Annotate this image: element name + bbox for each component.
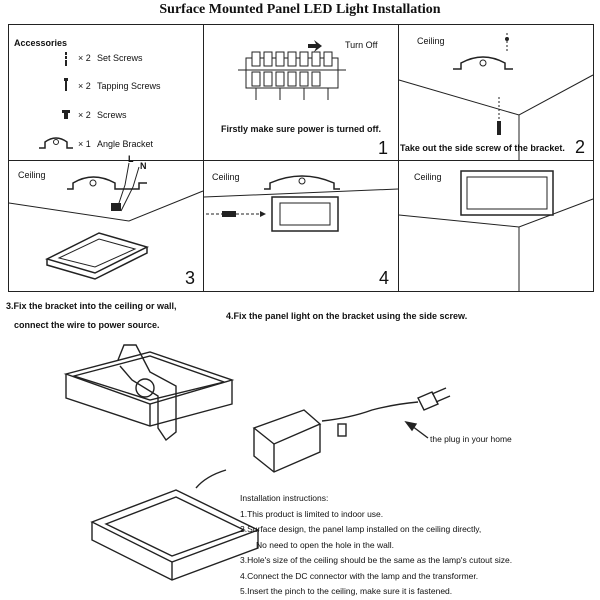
accessory-label: Tapping Screws (97, 81, 161, 91)
ceiling-label: Ceiling (414, 172, 442, 182)
instruction-line: 5.Insert the pinch to the ceiling, make … (240, 586, 453, 596)
set-screw-icon (64, 52, 68, 66)
plug-label: the plug in your home (430, 434, 512, 444)
accessory-qty: × 2 (78, 53, 91, 63)
accessory-qty: × 2 (78, 81, 91, 91)
turn-off-caption: Firstly make sure power is turned off. (221, 124, 382, 134)
step3-caption-line2: connect the wire to power source. (14, 320, 160, 330)
step3-caption-line1: 3.Fix the bracket into the ceiling or wa… (6, 301, 177, 311)
instruction-line: 1.This product is limited to indoor use. (240, 508, 384, 519)
grid-divider (203, 24, 204, 292)
tapping-screw-icon (64, 78, 68, 91)
step2-caption: Take out the side screw of the bracket. (400, 143, 565, 153)
step4-caption: 4.Fix the panel light on the bracket usi… (226, 311, 468, 321)
page-title: Surface Mounted Panel LED Light Installa… (159, 2, 441, 17)
instruction-line: 4.Connect the DC connector with the lamp… (240, 570, 479, 581)
wire-n-label: N (140, 161, 147, 171)
installed-panel-illustration (398, 170, 594, 292)
ceiling-label: Ceiling (417, 36, 445, 46)
step-number: 1 (378, 138, 389, 158)
ceiling-label: Ceiling (212, 172, 240, 182)
turn-off-label: Turn Off (345, 40, 378, 50)
accessory-qty: × 1 (78, 139, 91, 149)
breaker-panel-icon (238, 40, 346, 100)
grid-divider (8, 160, 594, 161)
installation-instructions: Installation instructions: 1.This produc… (240, 491, 512, 600)
instruction-line: 3.Hole's size of the ceiling should be t… (240, 555, 513, 565)
angle-bracket-icon (39, 137, 73, 149)
panel-mount-illustration (203, 175, 399, 232)
ceiling-label: Ceiling (18, 170, 46, 180)
accessory-label: Angle Bracket (97, 139, 154, 149)
accessory-qty: × 2 (78, 110, 91, 120)
ceiling-corner-bracket-illustration (398, 33, 594, 160)
accessory-label: Screws (97, 110, 127, 120)
screw-icon (62, 110, 70, 119)
step-number: 4 (379, 268, 390, 288)
instructions-heading: Installation instructions: (240, 493, 329, 503)
accessory-label: Set Screws (97, 53, 143, 63)
steps-grid (8, 24, 594, 292)
wire-l-label: L (128, 154, 134, 164)
bracket-wiring-illustration (8, 162, 204, 280)
accessories-heading: Accessories (14, 38, 68, 48)
instruction-line: 2.Surface design, the panel lamp install… (240, 524, 482, 534)
step-number: 2 (575, 137, 586, 157)
step-number: 3 (185, 268, 196, 288)
instruction-line: No need to open the hole in the wall. (256, 539, 394, 550)
grid-divider (398, 24, 399, 292)
